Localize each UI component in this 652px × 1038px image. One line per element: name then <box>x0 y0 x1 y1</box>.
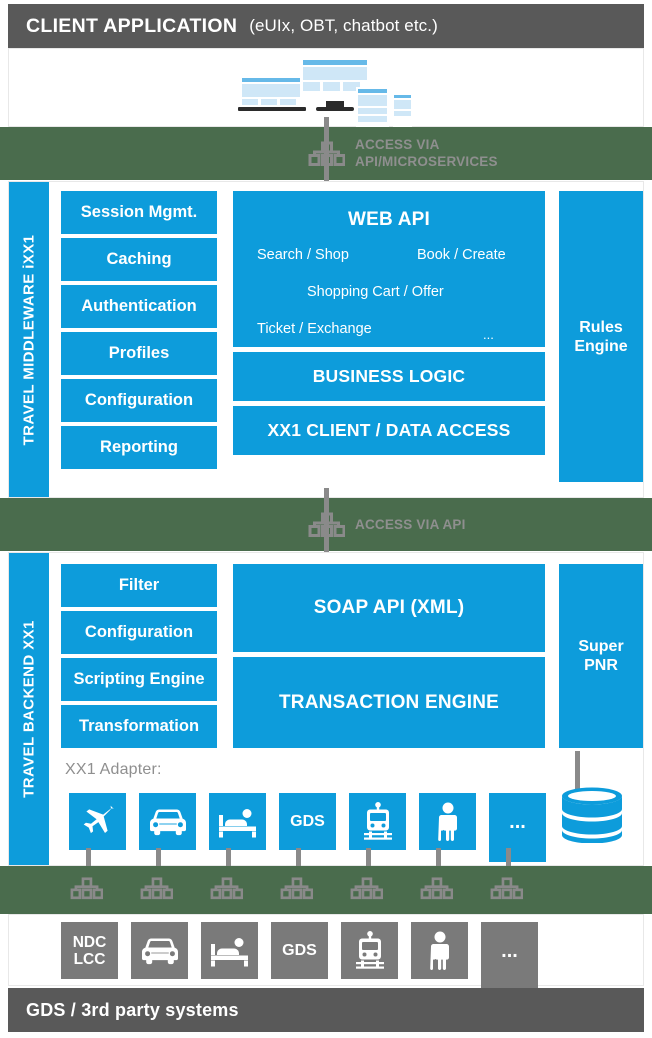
laptop-icon <box>238 76 306 113</box>
hotel-bed-icon <box>218 808 256 837</box>
adapter-tile-airplane[interactable] <box>69 793 126 850</box>
access-band-api: ACCESS VIA API <box>0 488 652 558</box>
person-icon <box>429 931 449 970</box>
car-icon <box>149 809 186 835</box>
web-api-item-more: ... <box>483 327 494 342</box>
client-application-header: CLIENT APPLICATION (eUIx, OBT, chatbot e… <box>8 4 644 48</box>
adapter-tile-gds[interactable]: GDS <box>279 793 336 850</box>
client-devices-area <box>8 48 644 134</box>
connector-network-icon <box>70 877 103 900</box>
devices-illustration <box>238 57 414 134</box>
connector-network-icon <box>280 877 313 900</box>
block-session-mgmt[interactable]: Session Mgmt. <box>61 191 217 234</box>
connector-network-icon <box>420 877 453 900</box>
access-band-label: ACCESS VIA API <box>355 517 466 532</box>
tablet-icon <box>356 87 389 134</box>
connector-network-icon <box>490 877 523 900</box>
adapter-tile-train[interactable] <box>349 793 406 850</box>
adapter-tile-person[interactable] <box>419 793 476 850</box>
travel-backend-section: TRAVEL BACKEND XX1 Filter Configuration … <box>8 552 644 866</box>
train-icon <box>363 801 392 840</box>
page-title: CLIENT APPLICATION <box>26 14 238 37</box>
middleware-side-label: TRAVEL MIDDLEWARE iXX1 <box>9 182 49 497</box>
airplane-icon <box>83 805 114 833</box>
system-tile-person[interactable] <box>411 922 468 979</box>
block-configuration[interactable]: Configuration <box>61 379 217 422</box>
system-tile-car[interactable] <box>131 922 188 979</box>
third-party-connector-band <box>0 866 652 914</box>
block-web-api[interactable]: WEB API Search / Shop Book / Create Shop… <box>233 191 545 347</box>
web-api-item-shopping-cart-offer: Shopping Cart / Offer <box>307 284 444 300</box>
footer-title: GDS / 3rd party systems <box>26 999 239 1020</box>
adapter-tile-hotel[interactable] <box>209 793 266 850</box>
train-icon <box>355 930 384 969</box>
gds-third-party-footer: GDS / 3rd party systems <box>8 988 644 1032</box>
block-business-logic[interactable]: BUSINESS LOGIC <box>233 352 545 401</box>
block-caching[interactable]: Caching <box>61 238 217 281</box>
web-api-title: WEB API <box>348 209 430 230</box>
travel-middleware-section: TRAVEL MIDDLEWARE iXX1 Session Mgmt. Cac… <box>8 181 644 498</box>
desktop-monitor-icon <box>300 57 370 113</box>
adapter-tile-more[interactable]: ... <box>489 793 546 862</box>
hotel-bed-icon <box>210 937 248 966</box>
web-api-item-search-shop: Search / Shop <box>257 247 349 263</box>
api-network-icon <box>308 512 345 537</box>
connector-network-icon <box>140 877 173 900</box>
super-pnr-connector <box>575 751 580 791</box>
block-rules-engine[interactable]: Rules Engine <box>559 191 643 482</box>
web-api-item-book-create: Book / Create <box>417 247 506 263</box>
block-authentication[interactable]: Authentication <box>61 285 217 328</box>
access-band-label: ACCESS VIA API/MICROSERVICES <box>355 137 498 169</box>
block-profiles[interactable]: Profiles <box>61 332 217 375</box>
block-xx1-client-data-access[interactable]: XX1 CLIENT / DATA ACCESS <box>233 406 545 455</box>
system-tile-more[interactable]: ... <box>481 922 538 991</box>
connector-network-icon <box>210 877 243 900</box>
system-tile-gds[interactable]: GDS <box>271 922 328 979</box>
system-tile-train[interactable] <box>341 922 398 979</box>
car-icon <box>141 938 178 964</box>
system-tile-hotel[interactable] <box>201 922 258 979</box>
database-icon <box>558 787 626 844</box>
block-super-pnr[interactable]: Super PNR <box>559 564 643 748</box>
adapter-tile-car[interactable] <box>139 793 196 850</box>
connector-network-icon <box>350 877 383 900</box>
block-scripting-engine[interactable]: Scripting Engine <box>61 658 217 701</box>
page-subtitle: (eUIx, OBT, chatbot etc.) <box>249 16 438 35</box>
access-band-api-microservices: ACCESS VIA API/MICROSERVICES <box>0 117 652 187</box>
block-transformation[interactable]: Transformation <box>61 705 217 748</box>
third-party-systems-area: NDC LCC GDS <box>8 914 644 991</box>
block-reporting[interactable]: Reporting <box>61 426 217 469</box>
block-filter[interactable]: Filter <box>61 564 217 607</box>
smartphone-icon <box>393 94 412 134</box>
block-configuration[interactable]: Configuration <box>61 611 217 654</box>
web-api-item-ticket-exchange: Ticket / Exchange <box>257 321 372 337</box>
system-tile-ndc-lcc[interactable]: NDC LCC <box>61 922 118 979</box>
block-soap-api[interactable]: SOAP API (XML) <box>233 564 545 652</box>
backend-side-label: TRAVEL BACKEND XX1 <box>9 553 49 865</box>
block-transaction-engine[interactable]: TRANSACTION ENGINE <box>233 657 545 748</box>
microservices-network-icon <box>308 141 345 166</box>
person-icon <box>437 802 457 841</box>
adapter-label: XX1 Adapter: <box>65 761 162 778</box>
